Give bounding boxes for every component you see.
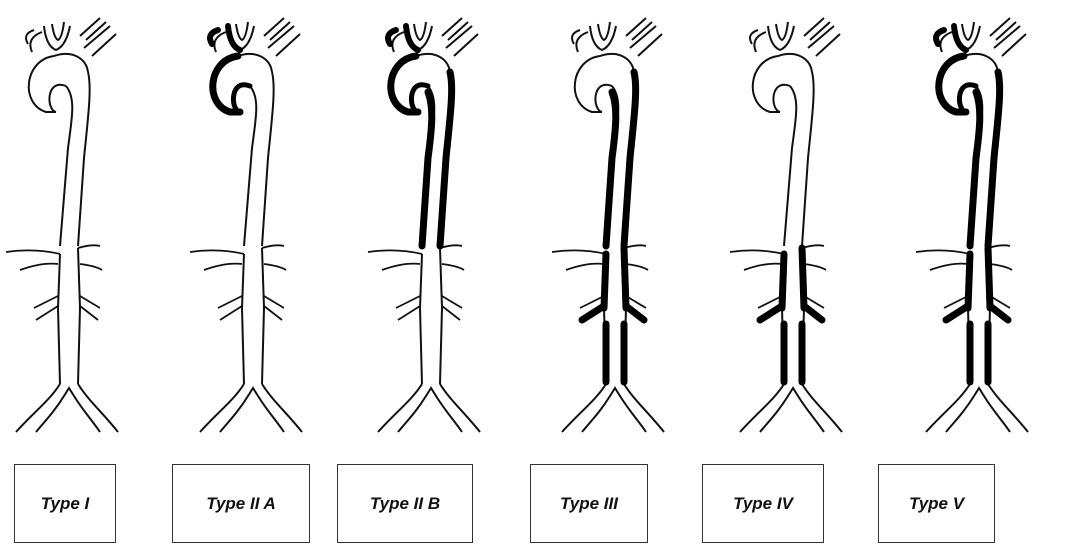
aorta-panel-type-5 — [916, 18, 1028, 432]
label-type-5: Type V — [909, 494, 964, 514]
label-type-2b: Type II B — [370, 494, 440, 514]
label-box-type-3: Type III — [530, 464, 648, 543]
aorta-panel-type-2b — [368, 18, 480, 432]
label-box-type-4: Type IV — [702, 464, 824, 543]
label-box-type-2b: Type II B — [337, 464, 473, 543]
aorta-panel-type-4 — [730, 18, 842, 432]
label-type-4: Type IV — [733, 494, 793, 514]
aorta-panel-type-2a — [190, 18, 302, 432]
aorta-panel-type-1 — [6, 18, 118, 432]
label-box-type-2a: Type II A — [172, 464, 310, 543]
label-type-2a: Type II A — [206, 494, 276, 514]
label-type-3: Type III — [560, 494, 618, 514]
aorta-panel-type-3 — [552, 18, 664, 432]
label-box-type-5: Type V — [878, 464, 995, 543]
label-type-1: Type I — [41, 494, 90, 514]
label-box-type-1: Type I — [14, 464, 116, 543]
